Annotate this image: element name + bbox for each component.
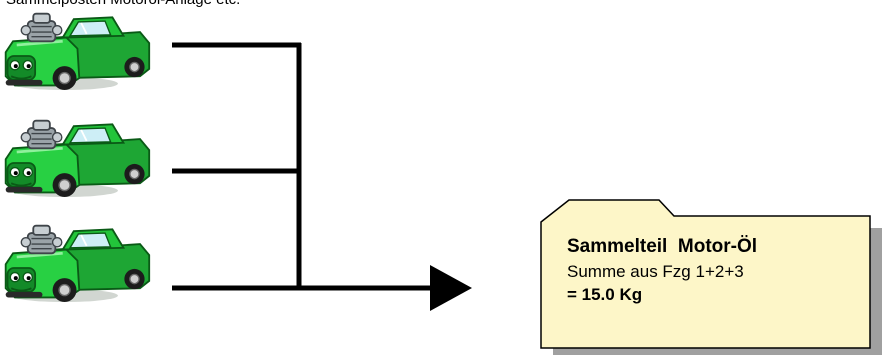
caption-text: Sammelposten Motoröl-Anlage etc. (6, 0, 240, 8)
truck-1 (4, 12, 151, 92)
note-line: Summe aus Fzg 1+2+3 (567, 262, 744, 281)
green-truck-icon (4, 119, 151, 199)
note-total: = 15.0 Kg (567, 285, 643, 304)
note-shape (540, 199, 871, 349)
connector-lines (172, 42, 472, 311)
green-truck-icon (4, 224, 151, 304)
truck-3 (4, 224, 151, 304)
note-box (540, 199, 882, 355)
arrowhead-icon (430, 265, 472, 311)
note-content: Sammelteil Motor-Öl Summe aus Fzg 1+2+3 … (567, 234, 867, 306)
note-title: Sammelteil Motor-Öl (567, 236, 758, 257)
green-truck-icon (4, 12, 151, 92)
truck-2 (4, 119, 151, 199)
